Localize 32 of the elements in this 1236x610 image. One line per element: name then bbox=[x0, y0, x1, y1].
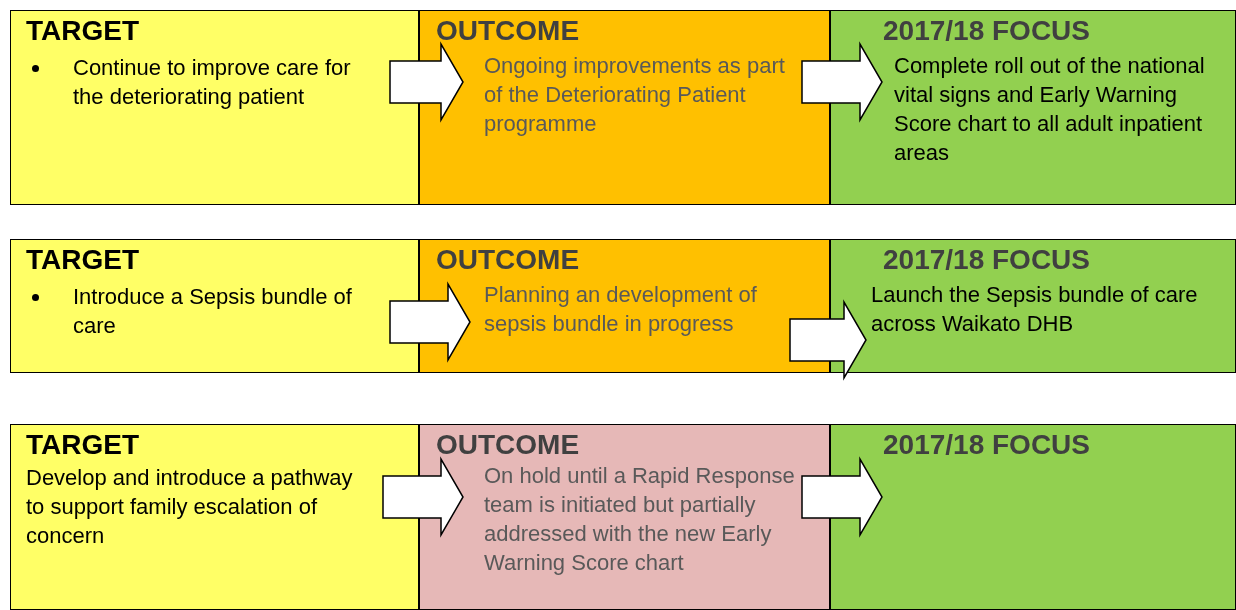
stage-box bbox=[830, 239, 1236, 373]
box-text: Introduce a Sepsis bundle of care bbox=[73, 283, 353, 340]
box-text: Ongoing improvements as part of the Deteriorating Patient programme bbox=[484, 52, 786, 138]
box-text: Launch the Sepsis bundle of care across Waikato DHB bbox=[871, 281, 1199, 338]
block-arrow bbox=[389, 41, 464, 123]
block-arrow bbox=[801, 456, 883, 538]
block-arrow bbox=[389, 281, 471, 363]
box-text: Planning an development of sepsis bundle in progress bbox=[484, 281, 758, 338]
box-heading: 2017/18 FOCUS bbox=[883, 14, 1090, 48]
stage-box bbox=[419, 239, 830, 373]
stage-box bbox=[10, 239, 419, 373]
box-heading: TARGET bbox=[26, 428, 140, 462]
block-arrow bbox=[382, 456, 464, 538]
box-text: On hold until a Rapid Response team is initiated but partially addressed with the new Early Warning Score chart bbox=[484, 462, 796, 577]
stage-box bbox=[419, 10, 830, 205]
box-heading: OUTCOME bbox=[436, 243, 580, 277]
stage-box bbox=[10, 424, 419, 610]
stage-box bbox=[830, 10, 1236, 205]
block-arrow bbox=[801, 41, 883, 123]
box-heading: 2017/18 FOCUS bbox=[883, 243, 1090, 277]
box-heading: TARGET bbox=[26, 243, 140, 277]
stage-box bbox=[830, 424, 1236, 610]
box-text: Complete roll out of the national vital signs and Early Warning Score chart to all adult inpatient areas bbox=[894, 52, 1206, 167]
box-text: Develop and introduce a pathway to support family escalation of concern bbox=[26, 464, 354, 550]
box-heading: 2017/18 FOCUS bbox=[883, 428, 1090, 462]
block-arrow bbox=[789, 299, 867, 381]
stage-box bbox=[10, 10, 419, 205]
box-heading: OUTCOME bbox=[436, 428, 580, 462]
box-text: Continue to improve care for the deteriorating patient bbox=[73, 54, 352, 111]
box-heading: TARGET bbox=[26, 14, 140, 48]
stage-box bbox=[419, 424, 830, 610]
box-heading: OUTCOME bbox=[436, 14, 580, 48]
